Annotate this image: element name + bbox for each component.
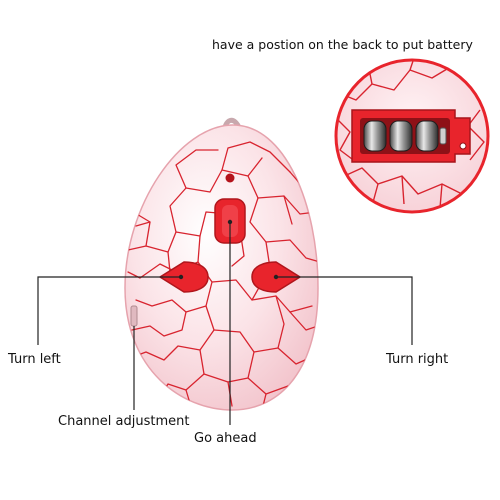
turn-left-label: Turn left xyxy=(8,352,61,367)
channel-adjustment-label: Channel adjustment xyxy=(58,414,190,429)
remote-egg xyxy=(124,118,319,411)
battery-label: have a postion on the back to put batter… xyxy=(212,37,473,52)
turn-left-button[interactable] xyxy=(158,261,209,293)
battery-inset xyxy=(334,58,490,214)
turn-right-label: Turn right xyxy=(386,352,449,367)
ahead-leader-dot xyxy=(227,219,233,225)
inset-frame xyxy=(334,58,490,214)
channel-switch[interactable] xyxy=(130,305,138,327)
screw-hole xyxy=(459,142,467,150)
leader-lines xyxy=(37,222,413,425)
right-leader-dot xyxy=(273,274,279,280)
led-indicator xyxy=(225,173,235,183)
go-ahead-label: Go ahead xyxy=(194,431,257,446)
left-leader-dot xyxy=(178,274,184,280)
battery-cells xyxy=(363,120,447,152)
